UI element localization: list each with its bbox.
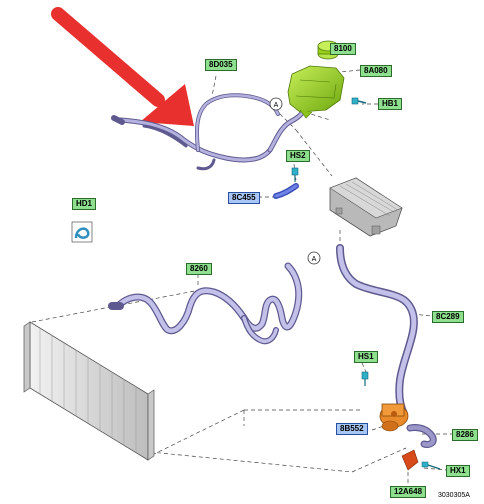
clip-HS2 xyxy=(291,167,299,182)
label-8C289: 8C289 xyxy=(432,311,464,323)
red-pointer-arrow xyxy=(51,7,194,126)
label-8B552: 8B552 xyxy=(336,423,368,435)
radiator xyxy=(23,321,155,461)
label-12A648: 12A648 xyxy=(390,486,427,498)
hose-8C289 xyxy=(340,248,414,414)
hose-8C455 xyxy=(273,183,299,199)
connector-a-bottom: A xyxy=(307,251,321,265)
clip-HS1 xyxy=(361,371,369,386)
coolant-reservoir xyxy=(287,65,345,119)
label-8260: 8260 xyxy=(186,263,212,275)
svg-text:A: A xyxy=(274,102,279,109)
label-HS2: HS2 xyxy=(286,150,310,162)
label-8286: 8286 xyxy=(452,429,478,441)
label-HB1: HB1 xyxy=(378,98,403,110)
water-pump xyxy=(379,403,409,432)
label-8D035: 8D035 xyxy=(205,59,237,71)
label-8A080: 8A080 xyxy=(360,65,392,77)
clip-HD1 xyxy=(71,221,93,243)
label-HX1: HX1 xyxy=(446,465,470,477)
hose-8D035 xyxy=(111,93,307,171)
connector-a-top: A xyxy=(269,97,283,111)
label-HS1: HS1 xyxy=(354,351,378,363)
heat-exchanger xyxy=(329,177,403,237)
bolt-HX1 xyxy=(421,461,441,470)
reference-code: 3030305A xyxy=(438,492,470,499)
svg-text:A: A xyxy=(312,256,317,263)
bolt-HB1 xyxy=(351,97,367,105)
hose-8286 xyxy=(406,424,437,448)
label-HD1: HD1 xyxy=(72,198,97,210)
hose-8260 xyxy=(108,266,299,345)
label-8C455: 8C455 xyxy=(228,192,260,204)
bracket-12A648 xyxy=(401,449,419,471)
label-8100: 8100 xyxy=(330,43,356,55)
